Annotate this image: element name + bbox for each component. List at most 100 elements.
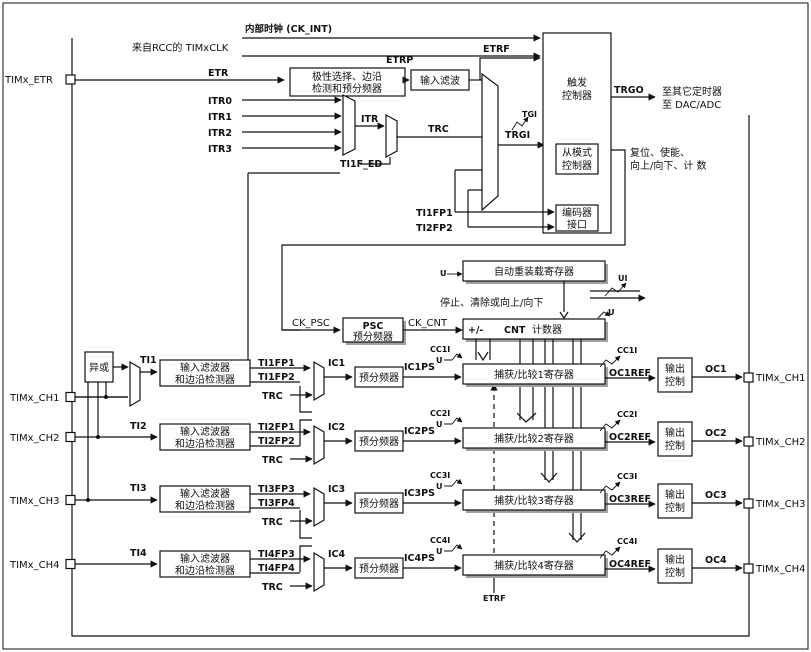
fp-a-1: TI1FP1 [258, 358, 295, 369]
cnt-counter: +/- CNT 计数器 [462, 318, 608, 342]
svg-text:输入滤波器: 输入滤波器 [180, 361, 230, 374]
svg-text:捕获/比较3寄存器: 捕获/比较3寄存器 [494, 494, 574, 507]
rcc-clock-label: 来自RCC的 TIMxCLK [132, 41, 229, 54]
etr-input-filter-block: 输入滤波 [410, 69, 470, 91]
svg-text:控制: 控制 [665, 439, 685, 452]
ic-mux-3 [313, 486, 325, 528]
auto-reload-register: 自动重装载寄存器 [462, 260, 608, 284]
icps-label-3: IC3PS [404, 488, 435, 499]
icps-label-2: IC2PS [404, 426, 435, 437]
pin-timx-ch3-in[interactable]: TIMx_CH3 [9, 494, 158, 508]
svg-text:U: U [436, 482, 443, 491]
svg-text:TRC: TRC [262, 517, 283, 528]
psc-prescaler: PSC 预分频器 [342, 317, 406, 345]
etr-label: ETR [208, 68, 229, 79]
trigger-mux [481, 72, 499, 212]
svg-text:控制: 控制 [665, 501, 685, 514]
to-dac-note: 至 DAC/ADC [662, 99, 721, 111]
itr3-label: ITR3 [208, 144, 232, 155]
pin-timx-etr[interactable]: TIMx_ETR [4, 74, 76, 86]
svg-text:控制器: 控制器 [562, 89, 592, 102]
ic-label-2: IC2 [328, 422, 345, 433]
fp-a-2: TI2FP1 [258, 422, 295, 433]
svg-text:TRC: TRC [262, 391, 283, 402]
svg-text:捕获/比较4寄存器: 捕获/比较4寄存器 [494, 559, 574, 572]
svg-text:U: U [440, 269, 447, 278]
svg-text:控制: 控制 [665, 375, 685, 388]
polarity-edge-prescaler-block: 极性选择、边沿 检测和预分频器 [289, 67, 406, 97]
output-control-4 [657, 548, 693, 584]
itr2-label: ITR2 [208, 128, 232, 139]
pin-timx-ch4-in[interactable]: TIMx_CH4 [9, 558, 158, 572]
svg-text:U: U [608, 308, 615, 317]
svg-text:TRC: TRC [262, 455, 283, 466]
trc-mux [385, 113, 398, 159]
fp-b-3: TI3FP4 [258, 498, 295, 509]
svg-text:TIMx_CH3: TIMx_CH3 [9, 496, 59, 507]
ti1fp1-enc-label: TI1FP1 [416, 208, 453, 219]
pin-timx-ch3-out[interactable]: TIMx_CH3 [743, 498, 805, 510]
input-bus [75, 382, 312, 572]
slave-mode-controller: 从模式 控制器 [555, 143, 599, 175]
stop-clear-note: 停止、清除或向上/向下 [440, 296, 543, 309]
svg-text:异或: 异或 [89, 362, 109, 374]
svg-text:控制器: 控制器 [562, 159, 592, 172]
svg-text:输出: 输出 [665, 488, 685, 501]
cci-out-4: CC4I [617, 537, 637, 546]
ti4-label: TI4 [130, 548, 147, 559]
svg-text:U: U [436, 356, 443, 365]
svg-text:从模式: 从模式 [562, 146, 592, 159]
etrf-label: ETRF [483, 44, 510, 55]
cci-in-4: CC4I [430, 536, 450, 545]
svg-text:+/-: +/- [468, 325, 483, 336]
cci-out-1: CC1I [617, 346, 637, 355]
svg-text:TIMx_CH4: TIMx_CH4 [9, 560, 59, 571]
oc-label-4: OC4 [705, 555, 727, 566]
svg-text:和边沿检测器: 和边沿检测器 [175, 437, 235, 450]
svg-text:预分频器: 预分频器 [359, 371, 399, 384]
ti2fp2-enc-label: TI2FP2 [416, 223, 453, 234]
output-control-2 [657, 421, 693, 457]
svg-text:PSC: PSC [363, 321, 384, 332]
oc-label-1: OC1 [705, 364, 727, 375]
ocref-label-1: OC1REF [609, 368, 651, 379]
svg-text:极性选择、边沿: 极性选择、边沿 [312, 70, 382, 83]
ti3-label: TI3 [130, 483, 147, 494]
ocref-label-3: OC3REF [609, 494, 651, 505]
ic-label-1: IC1 [328, 358, 345, 369]
svg-text:TIMx_ETR: TIMx_ETR [4, 75, 53, 86]
ic-label-3: IC3 [328, 484, 345, 495]
ti2-label: TI2 [130, 421, 147, 432]
capture-compare-register-2 [462, 427, 606, 449]
icps-label-4: IC4PS [404, 553, 435, 564]
pin-timx-ch1-out[interactable]: TIMx_CH1 [743, 372, 805, 384]
filter-edge-detector-3 [159, 485, 251, 513]
pin-timx-ch4-out[interactable]: TIMx_CH4 [743, 563, 805, 575]
ck-cnt-label: CK_CNT [408, 318, 448, 329]
oc-label-3: OC3 [705, 490, 727, 501]
fp-b-2: TI2FP2 [258, 436, 295, 447]
pin-timx-ch1-in[interactable]: TIMx_CH1 [9, 391, 128, 405]
pin-timx-ch2-out[interactable]: TIMx_CH2 [743, 436, 805, 448]
ti1-mux [129, 360, 141, 408]
ic-label-4: IC4 [328, 549, 346, 560]
capture-channel-4: TI4输入滤波器和边沿检测器TI4FP3TI4FP4TRCIC4预分频器IC4P… [130, 536, 743, 593]
svg-text:输入滤波: 输入滤波 [420, 74, 460, 87]
svg-text:计数器: 计数器 [532, 323, 562, 336]
capture-channel-2: TI2输入滤波器和边沿检测器TI2FP1TI2FP2TRCIC2预分频器IC2P… [130, 409, 743, 466]
fp-b-1: TI1FP2 [258, 372, 295, 383]
svg-text:预分频器: 预分频器 [359, 562, 399, 575]
svg-text:输入滤波器: 输入滤波器 [180, 425, 230, 438]
svg-text:TRC: TRC [262, 582, 283, 593]
etrf-bottom-label: ETRF [483, 594, 506, 603]
trc-label: TRC [428, 124, 449, 135]
trgi-label: TRGI [505, 130, 530, 141]
svg-text:和边沿检测器: 和边沿检测器 [175, 564, 235, 577]
svg-text:接口: 接口 [567, 218, 587, 231]
trgo-label: TRGO [614, 85, 644, 96]
icps-label-1: IC1PS [404, 362, 435, 373]
ck-psc-label: CK_PSC [292, 318, 330, 329]
pin-timx-ch2-in[interactable]: TIMx_CH2 [9, 431, 158, 445]
svg-text:输出: 输出 [665, 362, 685, 375]
